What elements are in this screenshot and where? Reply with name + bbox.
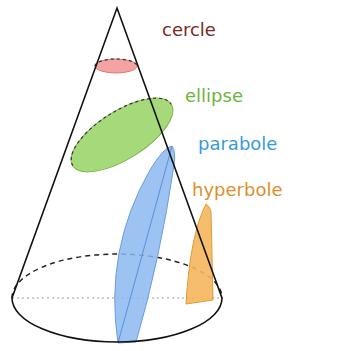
parabola-section (115, 146, 175, 343)
section-label: cercle (162, 20, 216, 40)
section-label: parabole (198, 134, 277, 154)
circle-back (95, 59, 137, 66)
cone-base-front (12, 298, 222, 342)
section-label: ellipse (185, 86, 243, 106)
parabola-axis (118, 146, 172, 343)
circle-section (95, 59, 137, 73)
hyperbola-section (186, 204, 213, 304)
cone-sides (12, 8, 222, 298)
ellipse-section (60, 84, 184, 186)
section-label: hyperbole (192, 180, 282, 200)
